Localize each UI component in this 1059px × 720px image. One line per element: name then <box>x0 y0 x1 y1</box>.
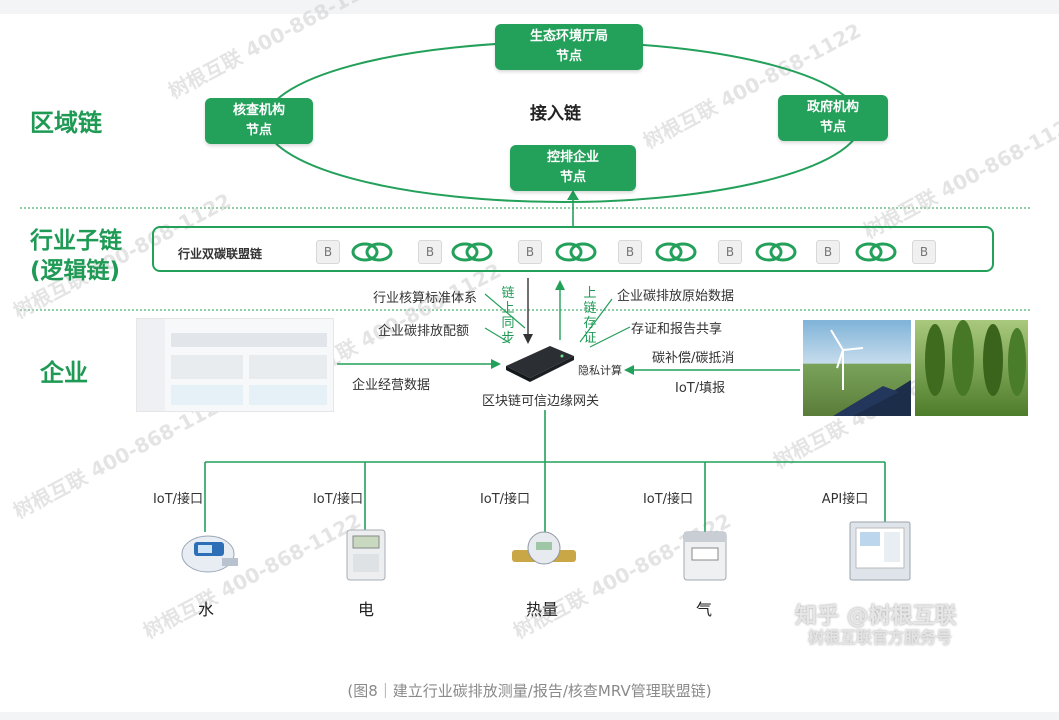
block-2: B <box>418 240 442 264</box>
electric-meter-icon <box>346 529 386 581</box>
water-meter-icon <box>181 535 238 573</box>
forest-photo <box>915 320 1028 416</box>
chain-link-icon <box>655 242 697 262</box>
meter-api-interface: API接口 <box>821 492 869 507</box>
meter-electric-label: 电 <box>357 600 374 619</box>
meter-gas-interface: IoT/接口 <box>642 492 694 507</box>
node-eco-environment-bureau: 生态环境厅局 节点 <box>495 24 643 70</box>
flow-upload: 上链存证 <box>583 286 597 346</box>
node-verification-agency: 核查机构 节点 <box>205 98 313 144</box>
flow-operation: 企业经营数据 <box>352 378 431 393</box>
zone-enterprise: 企业 <box>40 359 88 387</box>
chain-link-icon <box>755 242 797 262</box>
tree-icon <box>925 320 1026 396</box>
node-government-agency: 政府机构 节点 <box>778 95 888 141</box>
chain-link-icon <box>351 242 393 262</box>
flow-privacy: 隐私计算 <box>578 364 622 377</box>
meter-water-interface: IoT/接口 <box>152 492 204 507</box>
flow-quota: 企业碳排放配额 <box>378 324 470 339</box>
block-5: B <box>718 240 742 264</box>
gateway-label: 区块链可信边缘网关 <box>482 394 600 409</box>
zone-region-chain: 区域链 <box>30 109 102 137</box>
flow-raw-data: 企业碳排放原始数据 <box>617 289 735 304</box>
gas-meter-icon <box>683 531 727 581</box>
block-4: B <box>618 240 642 264</box>
figure-caption: (图8｜建立行业碳排放测量/报告/核查MRV管理联盟链) <box>347 682 712 700</box>
separator-enterprise <box>20 309 1030 311</box>
dashboard-chart <box>171 385 243 405</box>
dashboard-panel <box>171 355 243 379</box>
edge-gateway-device-icon <box>506 346 574 382</box>
node-enterprise-label: 控排企业 节点 <box>546 150 599 185</box>
bottom-strip <box>0 712 1059 720</box>
dashboard-sidebar <box>137 319 165 411</box>
zhihu-watermark: 知乎 @树根互联 <box>795 604 957 629</box>
flow-iot-fill: IoT/填报 <box>675 381 726 396</box>
dashboard-kpi-row <box>171 333 327 347</box>
chain-link-icon <box>855 242 897 262</box>
separator-region <box>20 207 1030 209</box>
block-7: B <box>912 240 936 264</box>
block-1: B <box>316 240 340 264</box>
wind-turbine-icon <box>830 329 911 416</box>
chain-link-icon <box>555 242 597 262</box>
enterprise-dashboard-thumbnail <box>136 318 334 412</box>
wind-solar-photo <box>803 320 911 416</box>
chain-link-icon <box>451 242 493 262</box>
ring-label: 接入链 <box>530 104 581 124</box>
flow-sync: 链上同步 <box>501 286 515 346</box>
meter-water-label: 水 <box>197 600 214 619</box>
node-gov-label: 政府机构 节点 <box>806 100 859 135</box>
zone-industry-chain: 行业子链 (逻辑链) <box>30 228 122 284</box>
industrial-panel-icon <box>849 521 911 581</box>
meter-heat-interface: IoT/接口 <box>479 492 531 507</box>
block-3: B <box>518 240 542 264</box>
node-emission-enterprise: 控排企业 节点 <box>510 145 636 191</box>
meter-electric-interface: IoT/接口 <box>312 492 364 507</box>
heat-meter-icon <box>512 531 576 565</box>
meter-gas-label: 气 <box>695 600 712 619</box>
block-6: B <box>816 240 840 264</box>
node-verify-label: 核查机构 节点 <box>232 103 285 138</box>
flow-accounting-standard: 行业核算标准体系 <box>373 291 478 306</box>
alliance-chain-label: 行业双碳联盟链 <box>178 247 263 261</box>
top-band <box>0 0 1059 14</box>
node-eco-label: 生态环境厅局 节点 <box>529 29 608 64</box>
meter-heat-label: 热量 <box>525 600 558 619</box>
flow-offset: 碳补偿/碳抵消 <box>652 351 735 366</box>
flow-evidence: 存证和报告共享 <box>631 322 723 337</box>
dashboard-panel <box>249 355 327 379</box>
dashboard-chart <box>249 385 327 405</box>
official-account-watermark: 树根互联官方服务号 <box>808 628 953 647</box>
alliance-chain-box <box>152 226 994 272</box>
